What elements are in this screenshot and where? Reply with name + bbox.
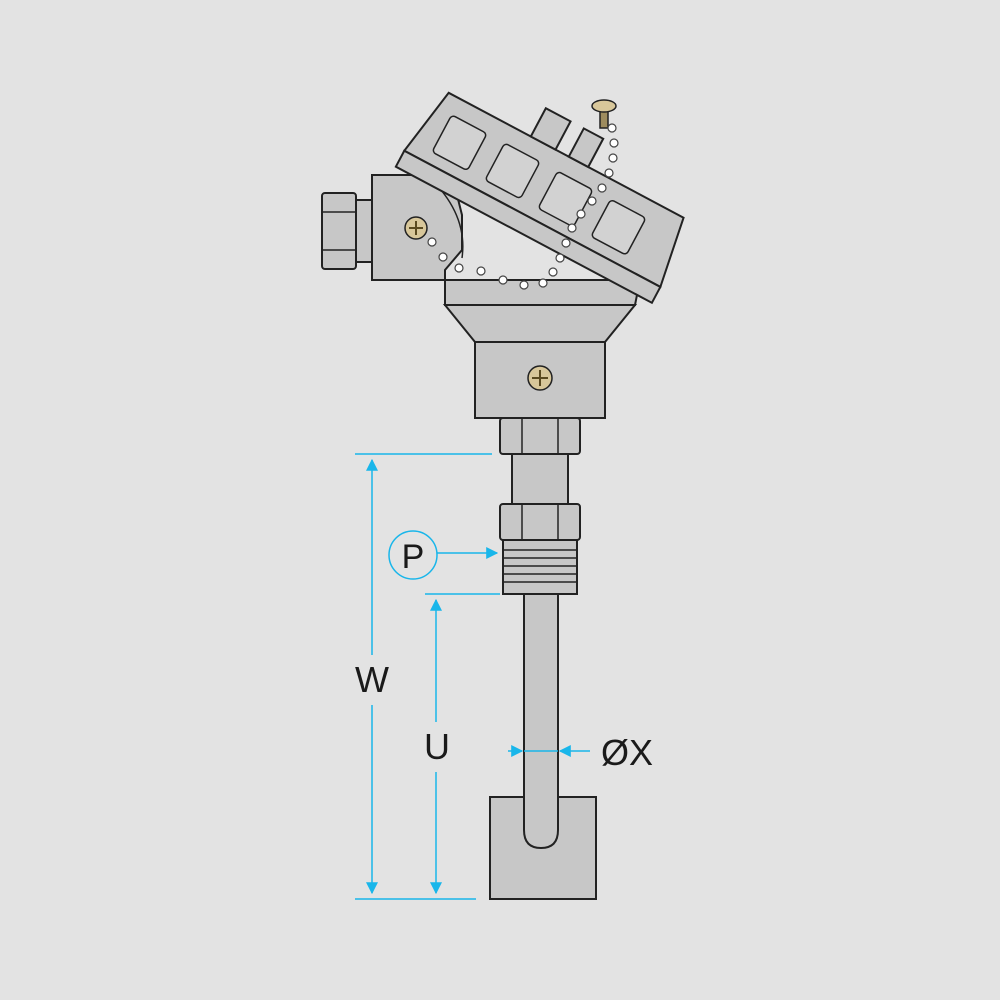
diameter-label: ØX xyxy=(601,732,653,773)
bead-chain xyxy=(427,123,619,290)
head-neck xyxy=(442,304,638,343)
cable-gland xyxy=(321,192,375,270)
phillips-screw-icon xyxy=(404,216,428,240)
lower-hex-nut xyxy=(499,503,581,541)
sheath xyxy=(523,593,559,850)
extension-tube xyxy=(511,453,569,505)
threaded-fitting xyxy=(502,539,578,595)
lid-thumb-screw xyxy=(591,99,617,129)
pressure-label: P xyxy=(402,538,425,576)
dimension-lines xyxy=(355,453,590,900)
overall-length-label: W xyxy=(355,659,389,700)
phillips-screw-icon xyxy=(527,365,553,391)
connection-head xyxy=(321,91,685,419)
pressure-callout xyxy=(388,530,438,580)
upper-hex-nut xyxy=(499,417,581,455)
immersion-length-label: U xyxy=(424,726,450,767)
